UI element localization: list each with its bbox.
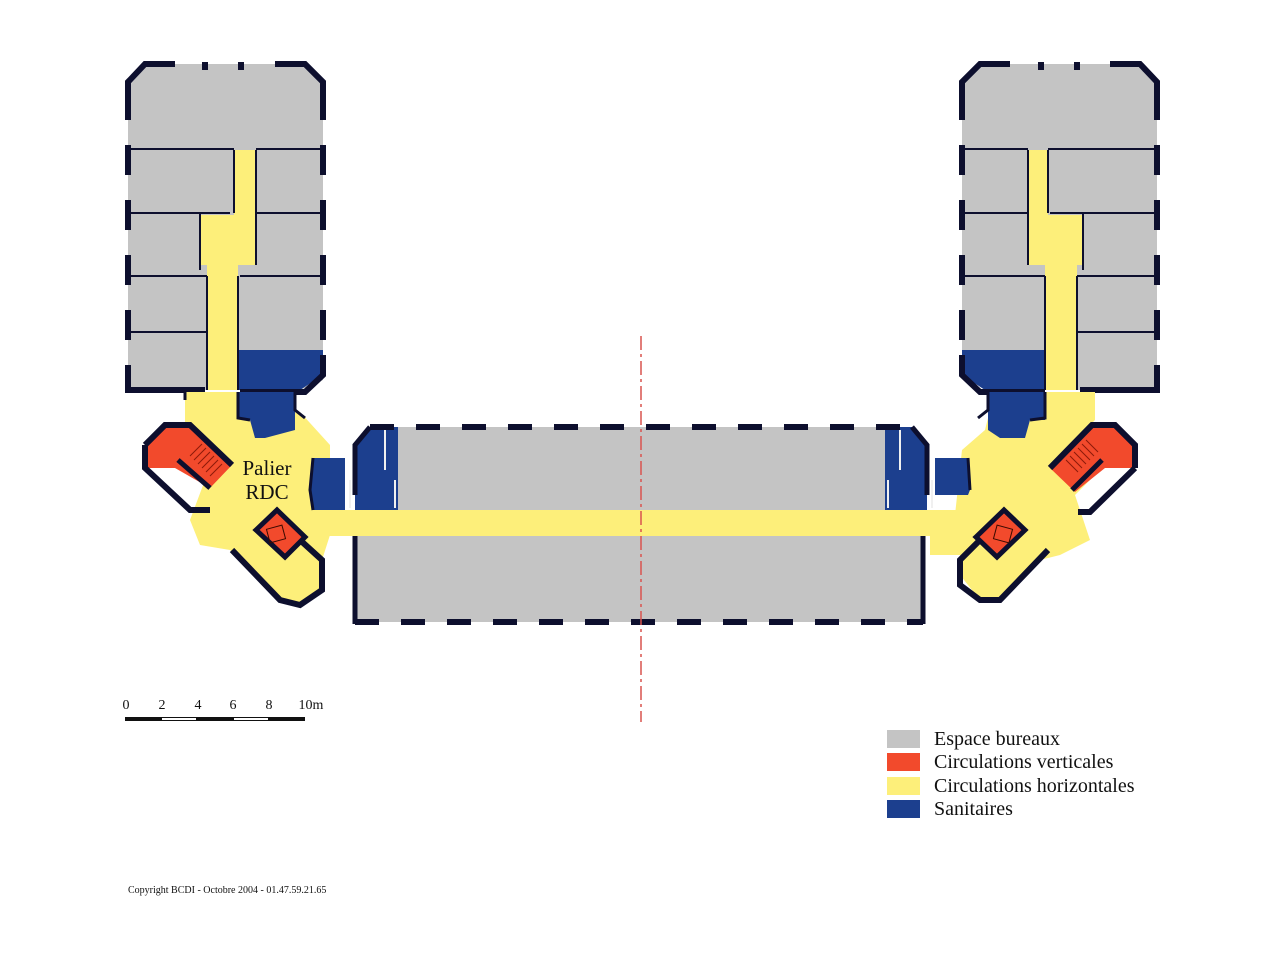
left-hub-sanitary-2: [310, 458, 345, 510]
right-lift: [972, 506, 1029, 561]
central-office-south: [355, 536, 923, 622]
scale-tick: 0: [122, 698, 130, 713]
legend-label: Espace bureaux: [934, 727, 1061, 750]
left-hub-sanitary-1: [238, 392, 295, 438]
right-hub-sanitary-1: [988, 392, 1045, 438]
left-stair: [145, 425, 232, 488]
landing-label-line1: Palier: [242, 456, 292, 480]
left-lift: [252, 506, 309, 561]
legend-swatch: [887, 776, 920, 795]
legend-item-horizontal: Circulations horizontales: [887, 774, 1135, 798]
left-wing-corridor: [200, 150, 256, 390]
scale-tick: 2: [158, 698, 166, 713]
legend: Espace bureaux Circulations verticales C…: [887, 727, 1135, 821]
legend-swatch: [887, 800, 920, 819]
legend-item-vertical: Circulations verticales: [887, 751, 1135, 775]
right-wing: [959, 61, 1160, 395]
landing-label-line2: RDC: [245, 480, 289, 504]
left-wing: [125, 61, 326, 395]
left-hub: [142, 392, 355, 609]
right-stair-treads: [1065, 439, 1099, 473]
right-wing-sanitary: [962, 350, 1045, 390]
legend-item-sanitary: Sanitaires: [887, 798, 1135, 822]
landing-label: Palier RDC: [232, 456, 302, 504]
right-wing-corridor: [1028, 150, 1083, 390]
central-sanitary-right: [885, 427, 927, 510]
scale-tick: 10m: [298, 698, 324, 713]
right-hub: [930, 392, 1138, 603]
scale-tick: 4: [194, 698, 202, 713]
left-outer-walls: [125, 61, 326, 395]
legend-item-office: Espace bureaux: [887, 727, 1135, 751]
right-hub-sanitary-2: [935, 458, 970, 495]
scale-bar: 0 2 4 6 8 10m: [120, 698, 323, 728]
right-partitions: [962, 148, 1157, 390]
legend-label: Circulations horizontales: [934, 774, 1135, 797]
copyright-text: Copyright BCDI - Octobre 2004 - 01.47.59…: [128, 885, 327, 896]
legend-swatch: [887, 729, 920, 748]
scale-tick: 8: [265, 698, 273, 713]
scale-segment-white: [161, 717, 197, 721]
right-stair: [1050, 425, 1135, 492]
left-partitions: [128, 148, 323, 390]
scale-segment-white: [233, 717, 269, 721]
left-stair-treads: [189, 443, 223, 477]
scale-tick: 6: [229, 698, 237, 713]
legend-label: Circulations verticales: [934, 751, 1114, 774]
legend-label: Sanitaires: [934, 798, 1013, 821]
scale-segment-black: [269, 717, 305, 721]
central-sanitary-left: [355, 427, 398, 510]
legend-swatch: [887, 753, 920, 772]
scale-segment-black: [197, 717, 233, 721]
scale-segment-black: [125, 717, 161, 721]
left-wing-sanitary: [238, 350, 323, 390]
